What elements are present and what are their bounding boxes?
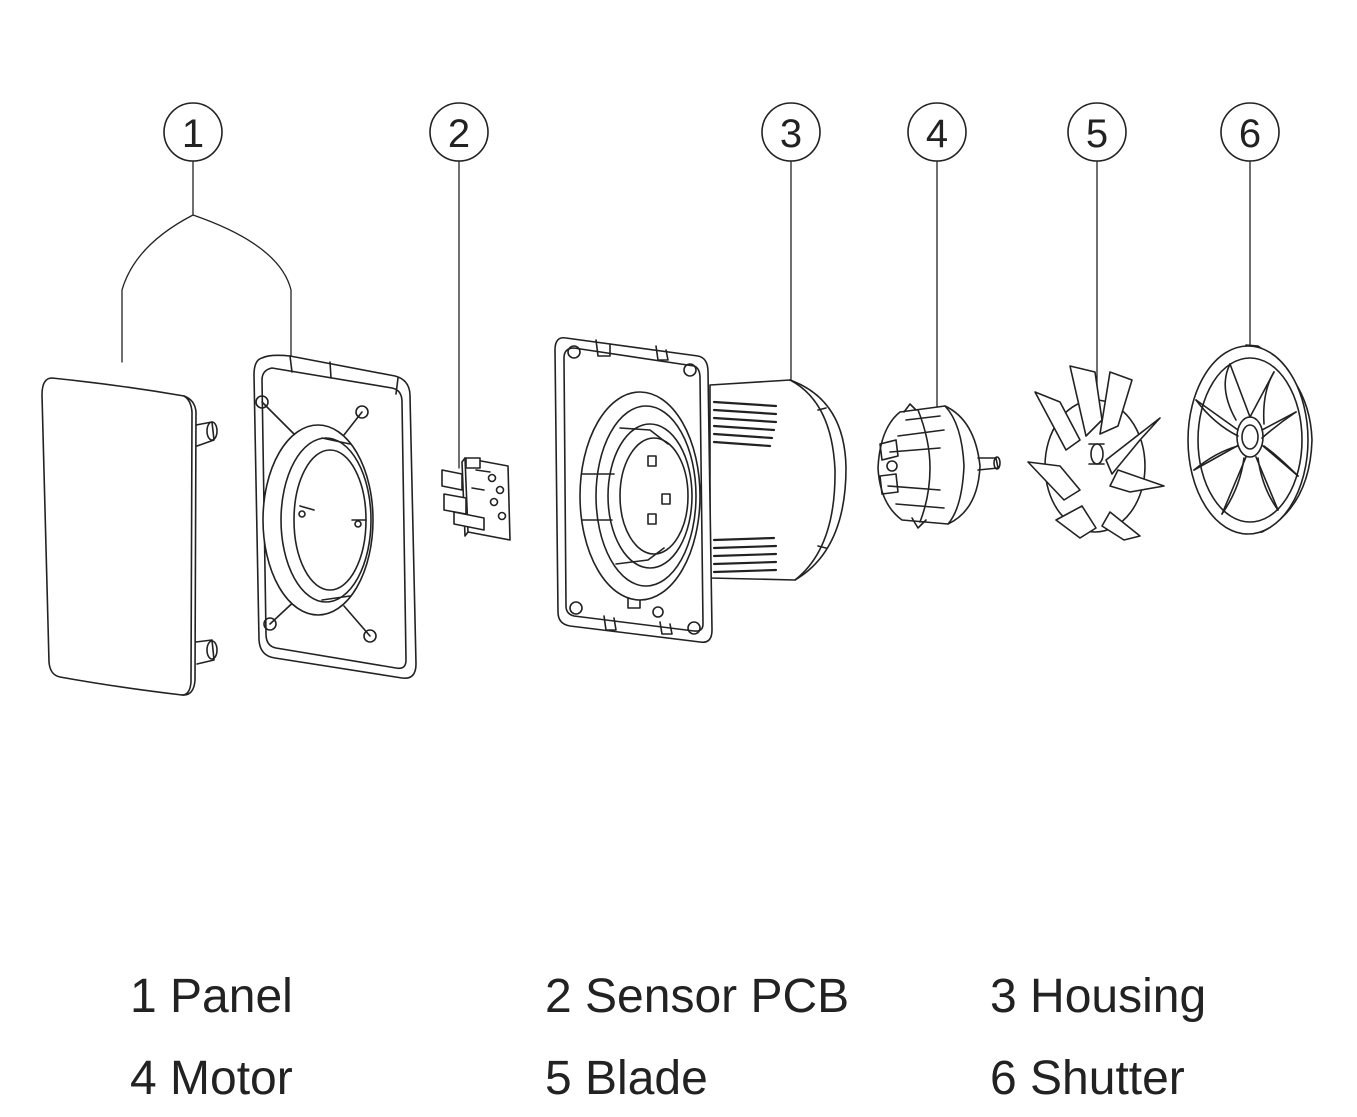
leader-lines (121, 160, 1251, 469)
legend-item-panel: 1 Panel (130, 970, 293, 1023)
svg-text:3: 3 (780, 112, 802, 156)
svg-text:5: 5 (1086, 112, 1108, 156)
motor (877, 403, 1001, 529)
callout-2: 2 (429, 102, 489, 162)
callout-3: 3 (761, 102, 821, 162)
svg-text:2: 2 (448, 112, 470, 156)
exploded-view-diagram: 1 2 3 4 5 6 (41, 102, 1313, 696)
legend-item-motor: 4 Motor (130, 1052, 293, 1105)
callout-1: 1 (163, 102, 223, 162)
parts-legend: 1 Panel 2 Sensor PCB 3 Housing 4 Motor 5… (0, 955, 1357, 1115)
callout-5: 5 (1067, 102, 1127, 162)
housing (554, 336, 847, 644)
legend-item-sensor-pcb: 2 Sensor PCB (545, 970, 850, 1023)
legend-item-blade: 5 Blade (545, 1052, 708, 1105)
sensor-pcb (441, 457, 511, 541)
panel-cover (41, 377, 218, 696)
blade (1027, 365, 1165, 541)
svg-text:1: 1 (182, 112, 204, 156)
legend-item-shutter: 6 Shutter (990, 1052, 1185, 1105)
panel-frame (253, 354, 417, 680)
shutter (1187, 344, 1313, 535)
svg-text:6: 6 (1239, 112, 1261, 156)
callout-6: 6 (1220, 102, 1280, 162)
svg-text:4: 4 (926, 112, 948, 156)
legend-item-housing: 3 Housing (990, 970, 1207, 1023)
callout-4: 4 (907, 102, 967, 162)
